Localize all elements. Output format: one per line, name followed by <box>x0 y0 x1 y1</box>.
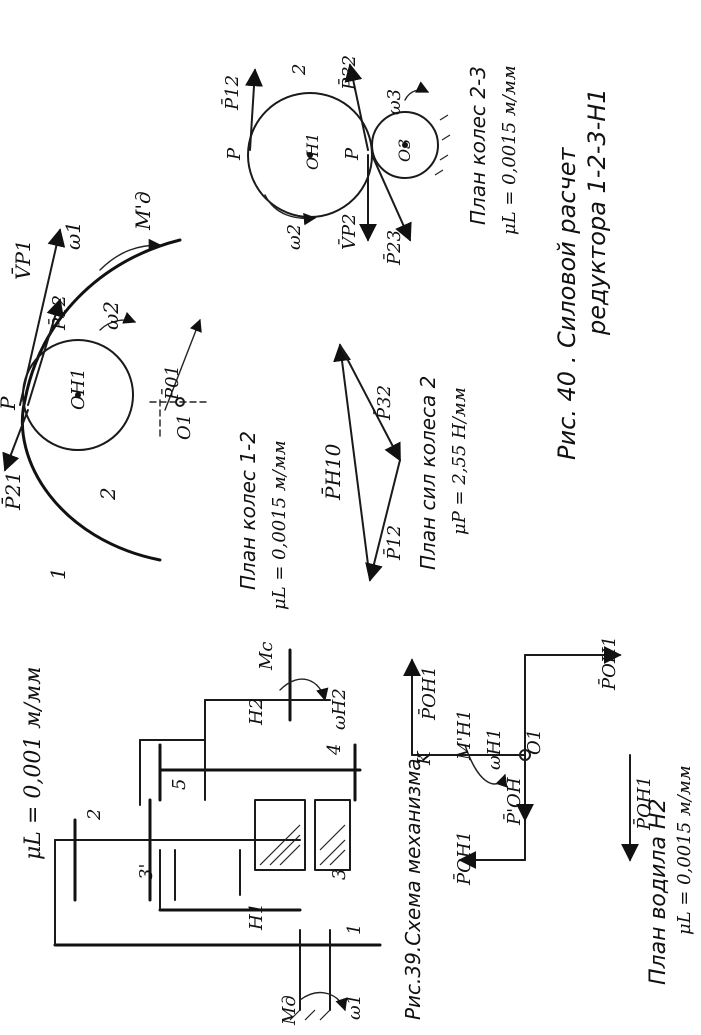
label-p12: P̄12 <box>47 295 70 331</box>
label-md-prime: M'д <box>131 191 155 231</box>
label-poh-prime: P̄'OH <box>502 777 525 826</box>
label-o1-carrier: O1 <box>524 729 545 755</box>
gear-1-arc <box>20 238 182 562</box>
label-omega-h1: ωH1 <box>484 728 505 770</box>
label-h1: H1 <box>246 903 267 931</box>
p01-vector <box>164 318 202 411</box>
bearing-left <box>289 929 331 1021</box>
wheels-1-2-plan: V̄P1 ω1 M'д P̄12 ω2 P OH1 P̄01 O1 P̄21 2… <box>0 191 290 610</box>
label-p21: P̄21 <box>0 471 25 511</box>
label-poh1-right-top: P̄OH1 <box>597 636 620 691</box>
label-oh1-b: OH1 <box>303 133 322 170</box>
wheels23-title: План колес 2-3 <box>466 66 490 225</box>
label-poh1-left: P̄OH1 <box>452 831 475 886</box>
label-poh1-top: P̄OH1 <box>417 666 440 721</box>
fixed-support-3 <box>434 114 451 176</box>
mc-moment-arrow <box>279 678 329 702</box>
label-p32-b: P̄32 <box>337 55 360 91</box>
label-gear-1: 1 <box>46 567 70 580</box>
fixed-housing <box>254 799 351 871</box>
label-4: 4 <box>324 744 345 756</box>
force-plan-2: P̄H10 P̄32 P̄12 План сил колеса 2 μP = 2… <box>320 343 470 582</box>
fig39-caption: Рис.39.Схема механизма. <box>401 752 425 1020</box>
fig40-caption-line1: Рис. 40 . Силовой расчет <box>553 147 581 460</box>
p12-vector-b <box>245 68 263 151</box>
mechanism-scheme: μL = 0,001 м/мм 2 3' 5 4 3 1 H1 H2 Mc ωH… <box>21 641 425 1026</box>
carrier-scale: μL = 0,0015 м/мм <box>674 765 695 935</box>
carrier-title: План водила H2 <box>646 799 671 985</box>
label-p01: P̄01 <box>160 365 183 401</box>
label-omega1: ω1 <box>61 221 85 250</box>
label-k: K <box>414 750 435 766</box>
label-p12-b: P̄12 <box>220 75 243 111</box>
label-omega-h2: ωH2 <box>329 688 350 730</box>
label-p12-force: P̄12 <box>382 525 405 561</box>
label-gear-2-b: 2 <box>289 64 310 76</box>
label-oh1: OH1 <box>68 368 89 410</box>
label-omega2: ω2 <box>99 301 123 330</box>
label-o1: O1 <box>174 414 195 440</box>
label-poh1-right-bottom: P̄OH1 <box>632 776 655 831</box>
label-vp1: V̄P1 <box>10 239 35 280</box>
wheels-2-3-plan: P̄12 2 P̄32 ω3 P OH1 P O3 ω2 V̄P2 P̄23 П… <box>220 55 520 266</box>
md-moment-arrow <box>299 991 348 1012</box>
label-mc: Mc <box>256 641 277 671</box>
label-omega2-b: ω2 <box>284 224 305 250</box>
forces2-title: План сил колеса 2 <box>416 376 440 570</box>
wheels12-title: План колес 1-2 <box>236 431 260 590</box>
carrier-h2-plan: P̄OH1 K M'H1 ωH1 O1 P̄'OH P̄OH1 P̄OH1 P̄… <box>403 636 695 985</box>
label-omega3: ω3 <box>384 89 405 115</box>
label-5: 5 <box>169 779 190 790</box>
label-vp2: V̄P2 <box>337 213 360 250</box>
label-omega-1: ω1 <box>344 994 365 1020</box>
label-2: 2 <box>84 809 105 821</box>
p12-vector <box>27 298 64 406</box>
label-p-left: P <box>224 147 245 161</box>
p23-vector <box>371 154 412 242</box>
label-mh1: M'H1 <box>454 709 475 761</box>
ph10-vector <box>333 343 371 581</box>
fig40-caption: Рис. 40 . Силовой расчет редуктора 1-2-3… <box>553 88 611 460</box>
label-ph10: P̄H10 <box>320 443 345 501</box>
scheme-scale: μL = 0,001 м/мм <box>21 667 46 860</box>
p21-vector <box>2 409 29 472</box>
fig40-caption-line2: редуктора 1-2-3-H1 <box>583 88 611 336</box>
label-3: 3 <box>329 869 350 880</box>
label-1: 1 <box>344 924 365 935</box>
p32-vector-b <box>344 63 369 151</box>
label-3prime: 3' <box>136 864 157 880</box>
label-h2: H2 <box>246 698 267 726</box>
p32-vector <box>339 344 401 462</box>
p12-force-vector <box>365 459 401 582</box>
label-p-mid: P <box>342 147 363 161</box>
label-p: P <box>0 396 20 411</box>
gear-3-circle <box>371 111 439 179</box>
label-p32-force: P̄32 <box>372 385 395 421</box>
forces2-scale: μP = 2,55 Н/мм <box>449 387 470 535</box>
vp1-vector <box>19 228 66 406</box>
wheels12-scale: μL = 0,0015 м/мм <box>269 440 290 610</box>
label-md: Мд <box>279 995 300 1026</box>
label-gear-2: 2 <box>96 487 120 501</box>
label-o3: O3 <box>395 139 414 162</box>
wheels23-scale: μL = 0,0015 м/мм <box>499 65 520 235</box>
label-p23: P̄23 <box>382 230 405 266</box>
